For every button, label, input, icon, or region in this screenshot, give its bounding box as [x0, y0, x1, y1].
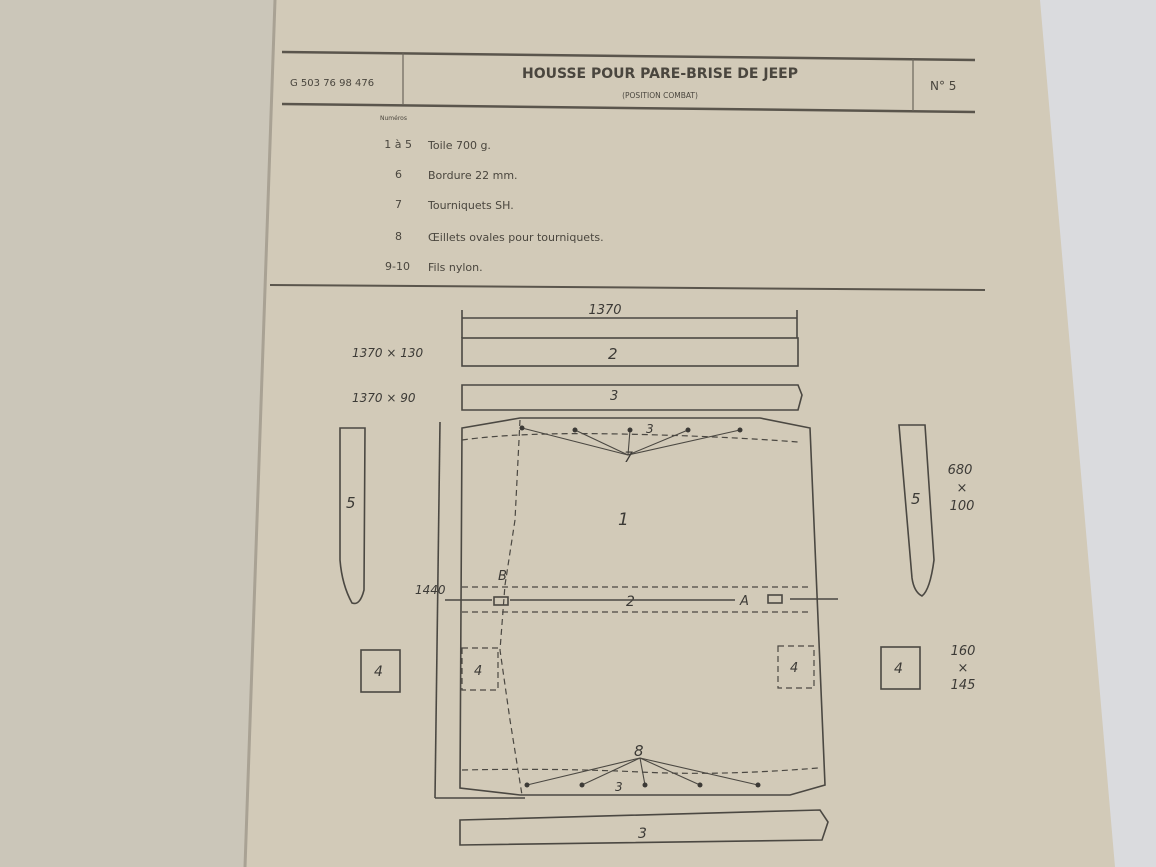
part-label: 5 — [346, 494, 356, 512]
part-label: 4 — [374, 664, 383, 680]
list-item: 7 Tourniquets SH. — [395, 198, 514, 212]
page-gutter — [243, 0, 277, 867]
divider — [269, 284, 986, 291]
part-label: 8 — [634, 742, 644, 760]
part-description: Œillets ovales pour tourniquets. — [428, 231, 604, 244]
part-label: 1 — [618, 510, 629, 530]
point-label: B — [498, 569, 507, 584]
part-5-size: 100 — [950, 499, 975, 514]
part-4-left — [360, 649, 401, 693]
strip-3-bottom — [459, 809, 829, 846]
part-label: 3 — [610, 389, 618, 404]
parts-column-header: Numéros — [380, 115, 407, 122]
list-item: 8 Œillets ovales pour tourniquets. — [395, 230, 604, 244]
strip-3-size: 1370 × 90 — [352, 391, 416, 405]
part-number: 9-10 — [385, 260, 410, 273]
part-label: 4 — [474, 664, 482, 679]
parts-list: Numéros 1 à 5 Toile 700 g. 6 Bordure 22 … — [269, 115, 986, 291]
document-title: HOUSSE POUR PARE-BRISE DE JEEP — [522, 66, 798, 82]
part-label: 3 — [615, 780, 623, 794]
strip-2 — [461, 337, 799, 367]
part-description: Tourniquets SH. — [427, 199, 514, 212]
part-number: 1 à 5 — [384, 138, 412, 151]
point-label: A — [739, 594, 749, 609]
top-dimension: 1370 — [588, 303, 621, 318]
panel-1 — [459, 417, 826, 796]
part-4-size: × — [958, 661, 969, 676]
part-description: Toile 700 g. — [427, 139, 491, 152]
reference-number: G 503 76 98 476 — [290, 78, 374, 89]
part-label: 3 — [646, 422, 654, 436]
part-label: 2 — [626, 594, 635, 610]
part-label: 5 — [911, 490, 921, 508]
part-4-size: 160 — [951, 644, 976, 659]
document-subtitle: (POSITION COMBAT) — [622, 91, 698, 100]
pattern-diagram: 1370 2 1370 × 130 3 1370 × 90 3 7 1 2 8 — [339, 303, 976, 846]
title-block: G 503 76 98 476 HOUSSE POUR PARE-BRISE D… — [281, 50, 976, 114]
sheet-number: N° 5 — [930, 79, 956, 93]
strip-2-size: 1370 × 130 — [352, 346, 423, 360]
left-page — [0, 0, 275, 867]
part-number: 8 — [395, 230, 402, 243]
list-item: 9-10 Fils nylon. — [385, 260, 483, 274]
list-item: 1 à 5 Toile 700 g. — [384, 138, 491, 152]
part-4-right — [880, 646, 921, 690]
part-5-size: × — [957, 481, 968, 496]
part-5-right — [898, 424, 935, 597]
part-description: Fils nylon. — [428, 261, 483, 274]
part-5-left — [339, 427, 366, 605]
part-label: 4 — [790, 661, 798, 676]
part-label: 2 — [608, 345, 618, 363]
part-4-size: 145 — [951, 678, 976, 693]
part-number: 7 — [395, 198, 402, 211]
part-label: 3 — [638, 826, 647, 842]
part-5-size: 680 — [948, 463, 973, 478]
list-item: 6 Bordure 22 mm. — [395, 168, 518, 182]
part-label: 4 — [894, 661, 903, 677]
strip-3 — [461, 384, 803, 411]
part-number: 6 — [395, 168, 402, 181]
part-label: 7 — [624, 450, 633, 466]
height-dimension: 1440 — [415, 583, 446, 597]
part-description: Bordure 22 mm. — [428, 169, 518, 182]
